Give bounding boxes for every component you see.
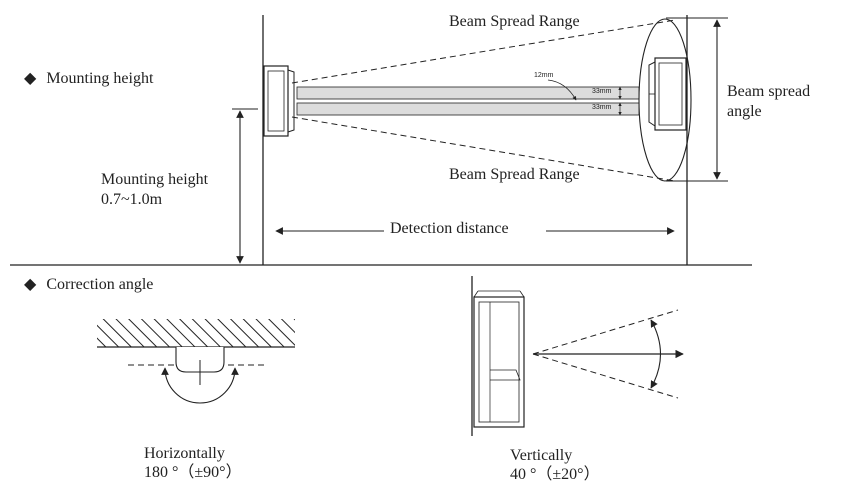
mounting-height-label: Mounting height 0.7~1.0m	[101, 170, 208, 210]
vertical-sensor	[473, 290, 525, 428]
vertical-spread-bottom	[532, 353, 679, 399]
spread-line-top	[291, 19, 676, 84]
detection-distance-label: Detection distance	[390, 220, 509, 237]
beam1-dimension-label: 33mm	[592, 88, 612, 95]
beam-spread-angle-line1: Beam spread	[727, 83, 811, 100]
vertical-label-text: Vertically	[510, 447, 573, 464]
beam-spread-range-bottom: Beam Spread Range	[449, 166, 580, 183]
spread-line-bottom	[291, 116, 676, 182]
section-mounting-height: ◆ Mounting height	[24, 68, 153, 88]
vertical-label-value: 40 °（±20°）	[510, 466, 600, 483]
beam-spread-range-top: Beam Spread Range	[449, 13, 580, 30]
section-correction-angle: ◆ Correction angle	[24, 274, 153, 294]
diamond-bullet-icon: ◆	[24, 70, 37, 87]
section-correction-angle-title: Correction angle	[46, 276, 154, 293]
horizontal-rotation-arc	[161, 367, 239, 404]
vertical-correction-label: Vertically 40 °（±20°）	[510, 446, 600, 484]
transmitter-sensor	[263, 65, 295, 137]
mounting-height-text: Mounting height	[101, 171, 209, 188]
beam-spread-angle-line2: angle	[727, 103, 762, 120]
beam-lower	[296, 102, 640, 116]
vertical-spread-top	[532, 309, 679, 355]
gap-dimension-label: 12mm	[534, 72, 554, 79]
horizontal-label-text: Horizontally	[144, 445, 225, 462]
horizontal-correction-label: Horizontally 180 °（±90°）	[144, 444, 242, 482]
section-mounting-height-title: Mounting height	[46, 70, 154, 87]
beam-upper	[296, 86, 640, 100]
ceiling-hatch	[97, 319, 295, 348]
gap-leader	[547, 79, 577, 101]
horizontal-sensor	[175, 347, 225, 385]
receiver-sensor	[648, 57, 687, 131]
beam-spread-ellipse	[638, 18, 692, 182]
beam-spread-angle-label: Beam spread angle	[727, 82, 810, 122]
beam2-dimension-label: 33mm	[592, 104, 612, 111]
diamond-bullet-icon: ◆	[24, 276, 37, 293]
vertical-angle-arc	[650, 319, 661, 389]
horizontal-label-value: 180 °（±90°）	[144, 464, 242, 481]
mounting-height-value: 0.7~1.0m	[101, 191, 163, 208]
